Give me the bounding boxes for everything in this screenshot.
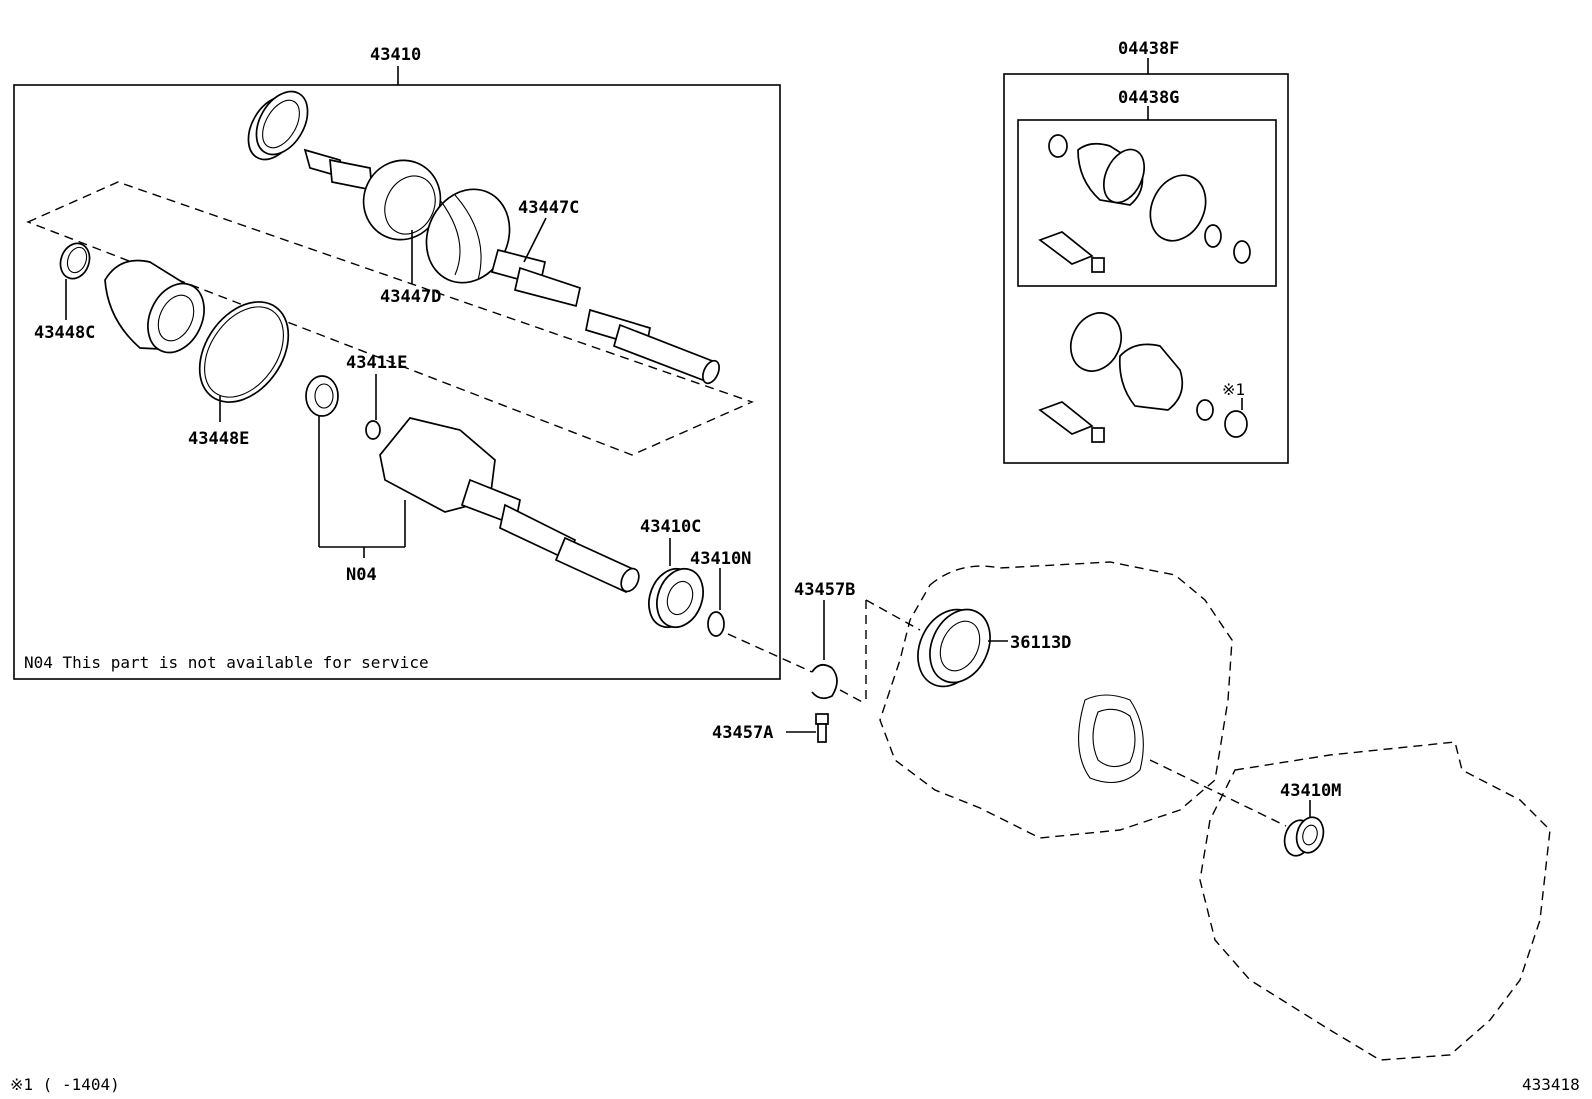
label-43410C[interactable]: 43410C: [640, 517, 701, 537]
bushing-43410M: [1283, 816, 1325, 857]
bolt-43457A: [815, 713, 829, 743]
label-36113D[interactable]: 36113D: [1010, 633, 1071, 653]
label-43448E[interactable]: 43448E: [188, 429, 249, 449]
housing-bore: [1078, 694, 1144, 784]
label-04438G[interactable]: 04438G: [1118, 88, 1179, 108]
label-43457B[interactable]: 43457B: [794, 580, 855, 600]
joint-retainer: [305, 375, 339, 417]
drive-shaft-assembly: [303, 148, 720, 385]
axis-line: [727, 633, 813, 673]
kit-outer-parts: [1038, 312, 1248, 443]
n04-note: N04 This part is not available for servi…: [24, 653, 429, 672]
clip-43457B: [811, 663, 838, 700]
transaxle-case-group: 43457B 43457A 36113D 43410M: [712, 561, 1551, 1061]
axis-line: [839, 689, 867, 705]
o-ring-43410N: [707, 611, 725, 637]
transaxle-housing: [879, 561, 1233, 839]
kit-inner-box: [1017, 119, 1277, 287]
label-43410[interactable]: 43410: [370, 45, 421, 65]
label-43411E[interactable]: 43411E: [346, 353, 407, 373]
label-43410N[interactable]: 43410N: [690, 549, 751, 569]
diagram-id: 433418: [1522, 1075, 1580, 1094]
transmission-housing: [1199, 741, 1551, 1061]
kit-outer-box: [1003, 73, 1289, 464]
label-43457A[interactable]: 43457A: [712, 723, 773, 743]
axis-line: [1149, 759, 1287, 827]
label-43447D[interactable]: 43447D: [380, 287, 441, 307]
snap-ring-43411E: [365, 420, 381, 440]
label-N04[interactable]: N04: [346, 565, 377, 585]
assembly-box: [13, 84, 781, 680]
label-04438F[interactable]: 04438F: [1118, 39, 1179, 59]
leader-line: [523, 217, 547, 263]
boot-kit-group: 04438F 04438G ※1: [1003, 39, 1289, 464]
inboard-joint-shaft: [379, 417, 640, 594]
clamp-band-43448E: [198, 301, 290, 403]
label-43448C[interactable]: 43448C: [34, 323, 95, 343]
kit-inner-parts: [1038, 134, 1251, 273]
label-43447C[interactable]: 43447C: [518, 198, 579, 218]
seal-36113D: [917, 608, 991, 688]
outer-boot-ring: [247, 90, 309, 161]
kit-note-mark[interactable]: ※1: [1222, 380, 1245, 399]
inner-boot: [104, 259, 205, 354]
axis-line: [865, 599, 921, 631]
clamp-43448C: [59, 242, 91, 280]
label-43410M[interactable]: 43410M: [1280, 781, 1341, 801]
footnote: ※1 ( -1404): [10, 1075, 120, 1094]
boot-kit-dashed-outline: [26, 181, 754, 456]
bearing-43410C: [648, 567, 704, 629]
housing-bore-inner: [1092, 708, 1136, 768]
assembly-43410-group: 43410 43447C 43447D: [13, 45, 781, 680]
